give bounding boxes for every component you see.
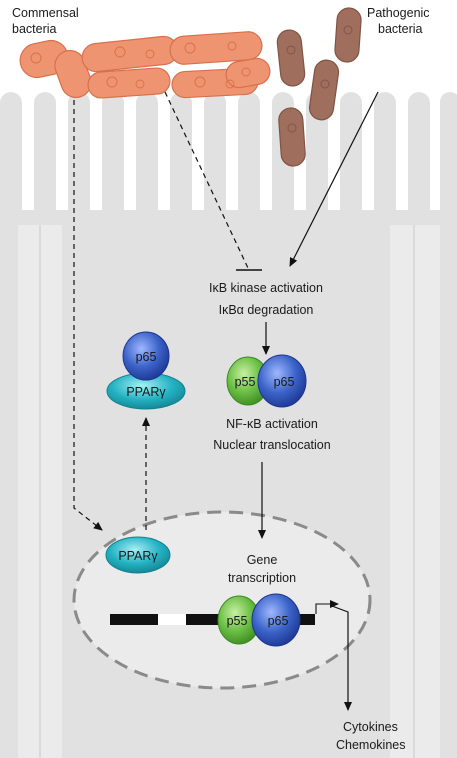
pathogenic-label-line2: bacteria: [378, 22, 423, 36]
commensal-inhibition-line: [164, 91, 249, 269]
p65-label: p65: [274, 375, 295, 389]
ppar-gamma-nuclear-label: PPARγ: [118, 549, 158, 563]
p65-ppar-complex: p65 PPARγ: [106, 331, 186, 410]
epithelial-cell: [0, 92, 457, 758]
commensal-bacterium: [225, 57, 271, 89]
pathogenic-bacterium: [276, 29, 306, 87]
p55-label: p55: [235, 375, 256, 389]
chemokines-label: Chemokines: [336, 738, 405, 752]
commensal-label-line1: Commensal: [12, 6, 79, 20]
cytokines-label: Cytokines: [343, 720, 398, 734]
ikba-degradation-label: IκBα degradation: [219, 303, 314, 317]
pathogenic-bacteria: [276, 7, 362, 167]
dna-strand: [110, 614, 315, 625]
commensal-bacteria: [19, 31, 271, 99]
cell-border-right: [390, 225, 440, 758]
pathogenic-activation-arrow: [289, 91, 379, 267]
nfkb-activation-label: NF-κB activation: [226, 417, 318, 431]
nucleus: [72, 510, 372, 690]
p65-label: p65: [268, 614, 289, 628]
pathogenic-bacterium: [334, 7, 362, 63]
commensal-to-ppar-dashed-arrow: [73, 100, 103, 531]
ppar-gamma-label: PPARγ: [126, 385, 166, 399]
pathogenic-bacteria-texture: [286, 25, 353, 133]
p65-label: p65: [136, 350, 157, 364]
microvilli: [0, 92, 457, 232]
transcription-label: transcription: [228, 571, 296, 585]
commensal-bacterium: [81, 35, 179, 73]
gene-label: Gene: [247, 553, 278, 567]
nfkb-dimer-cytoplasmic: p55 p65: [226, 354, 307, 408]
pathogenic-bacterium: [308, 59, 340, 121]
commensal-bacteria-texture: [30, 41, 251, 89]
p65-on-dna: [251, 593, 301, 647]
transcription-start-arrow: [315, 600, 339, 614]
commensal-label-line2: bacteria: [12, 22, 57, 36]
commensal-bacterium: [87, 67, 171, 99]
pathogenic-label-line1: Pathogenic: [367, 6, 430, 20]
nfkb-dimer-on-dna: p55 p65: [217, 593, 301, 647]
p65-nfkb-cytoplasmic: [257, 354, 307, 408]
output-arrow: [331, 605, 352, 711]
ikb-kinase-activation-label: IκB kinase activation: [209, 281, 323, 295]
pathogenic-bacterium: [278, 107, 306, 167]
ppar-gamma-nuclear: PPARγ: [105, 536, 171, 574]
commensal-bacterium: [169, 31, 263, 65]
p65-cytoplasmic: [122, 331, 170, 381]
nuclear-translocation-label: Nuclear translocation: [213, 438, 330, 452]
p55-label: p55: [227, 614, 248, 628]
dna-promoter-region: [158, 614, 186, 625]
